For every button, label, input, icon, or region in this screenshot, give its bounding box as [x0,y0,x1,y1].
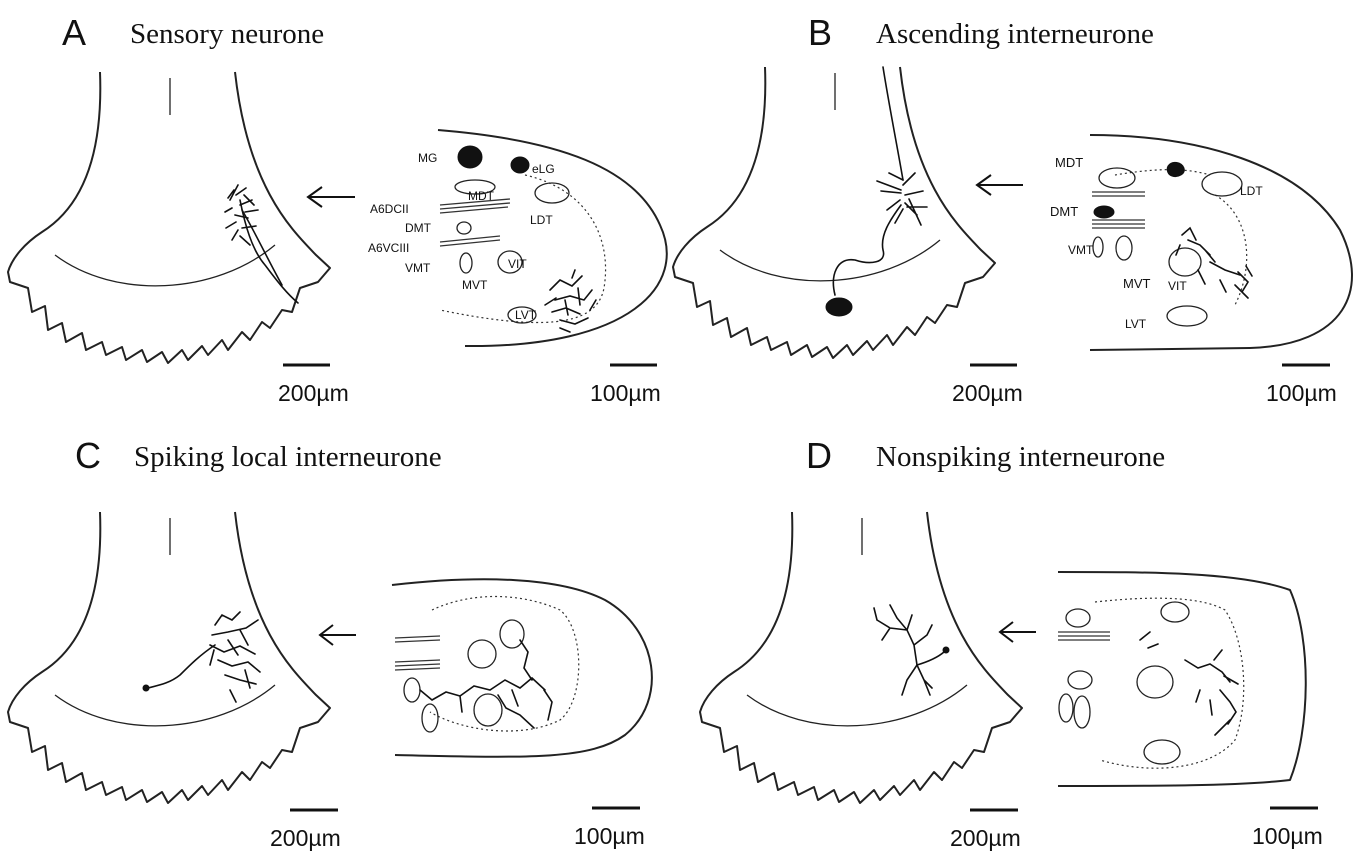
mg-axon [458,146,482,168]
panel-b-whole-ganglion: 200µm [673,67,1023,406]
panel-a-letter: A [62,12,86,53]
label-vmt: VMT [1068,243,1094,257]
panel-c-title: Spiking local interneurone [134,441,442,473]
panel-b-letter: B [808,12,832,53]
scale-label-section: 100µm [574,823,645,849]
ganglion-outline [8,72,330,363]
label-mvt: MVT [1123,276,1151,291]
label-vit: VIT [508,257,527,271]
cell-body [943,647,949,653]
axon-profile [1167,162,1184,176]
panel-a-whole-ganglion: 200µm [8,72,355,406]
sensory-arbor-section [545,270,596,332]
panel-c-letter: C [75,435,101,476]
panel-b-title: Ascending interneurone [876,18,1154,50]
panel-c-whole-ganglion: 200µm [8,512,356,851]
panel-a: A Sensory neurone 200µm [8,12,667,406]
scale-label-whole: 200µm [270,825,341,851]
panel-d: D Nonspiking interneurone 200µm [700,435,1323,851]
scale-label-section: 100µm [590,380,661,406]
scale-label-whole: 200µm [278,380,349,406]
ascending-neuron-drawing [833,67,927,295]
ascending-arbor-section [1176,228,1252,298]
label-a6dcii: A6DCII [370,202,409,216]
label-mdt: MDT [1055,155,1083,170]
spiking-local-neuron-drawing [148,612,260,702]
label-ldt: LDT [530,213,553,227]
panel-d-letter: D [806,435,832,476]
ganglion-outline [8,512,330,803]
arrow-icon [1000,622,1036,642]
arrow-icon [977,175,1023,195]
label-mdt: MDT [468,189,495,203]
sensory-neuron-drawing [225,185,298,303]
label-mvt: MVT [462,278,488,292]
scale-label-section: 100µm [1266,380,1337,406]
ganglion-outline [700,512,1022,803]
nonspiking-neuron-drawing [874,605,944,695]
panel-a-title: Sensory neurone [130,18,324,50]
label-mg: MG [418,151,437,165]
panel-d-cross-section: 100µm [1058,572,1323,849]
label-a6vciii: A6VCIII [368,241,409,255]
label-ldt: LDT [1240,184,1263,198]
label-lvt: LVT [1125,317,1147,331]
nonspiking-arbor-section [1140,632,1238,735]
elg-axon [511,157,529,173]
label-lvt: LVT [515,308,537,322]
panel-b: B Ascending interneurone 200µm [673,12,1352,406]
label-vmt: VMT [405,261,431,275]
scale-label-whole: 200µm [950,825,1021,851]
panel-d-title: Nonspiking interneurone [876,441,1165,473]
panel-b-cross-section: MDT LDT DMT VMT MVT VIT LVT 100µm [1050,135,1352,406]
panel-d-whole-ganglion: 200µm [700,512,1036,851]
panel-c-cross-section: 100µm [392,579,652,849]
arrow-icon [320,625,356,645]
label-elg: eLG [532,162,555,176]
scale-label-section: 100µm [1252,823,1323,849]
spiking-arbor-section [420,640,552,728]
cell-body [826,298,852,316]
panel-a-cross-section: MG eLG MDT A6DCII DMT LDT A6VCIII VMT VI… [368,130,667,406]
panel-c: C Spiking local interneurone 200µm [8,435,652,851]
scale-label-whole: 200µm [952,380,1023,406]
label-vit: VIT [1168,279,1187,293]
arrow-icon [308,187,355,207]
cell-body [143,685,149,691]
label-dmt: DMT [1050,204,1078,219]
label-dmt: DMT [405,221,432,235]
